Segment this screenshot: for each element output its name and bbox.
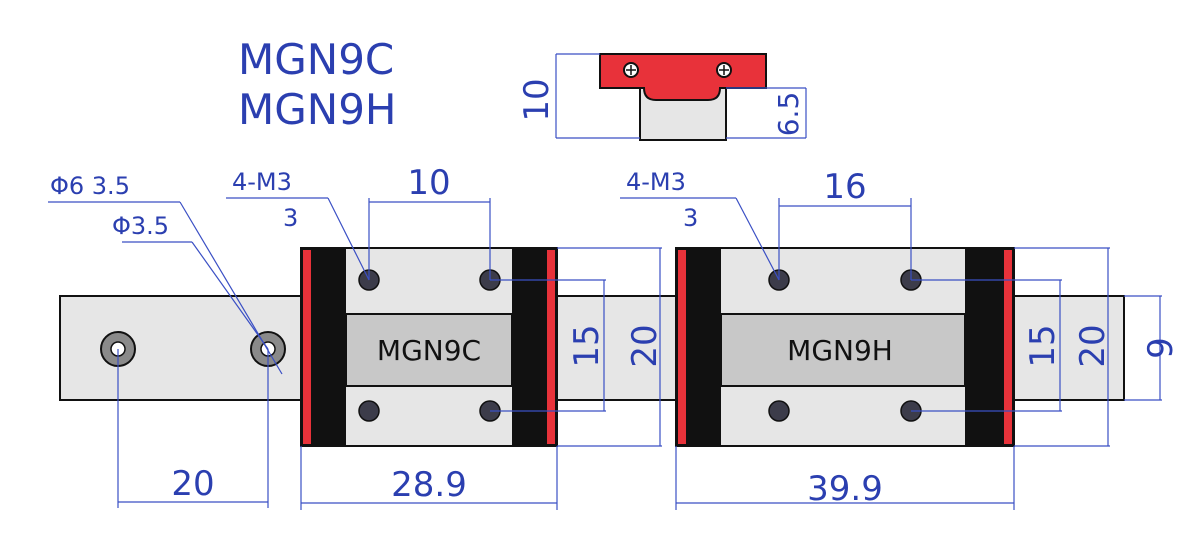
block-mgn9h-name: MGN9H [787,334,893,367]
dimension-lines [48,197,1162,510]
block-c-length-label: 28.9 [391,465,467,505]
block-h-width-label: 20 [1073,324,1113,367]
title-mgn9c: MGN9C [238,35,394,84]
block-mgn9h [675,247,1015,447]
block-h-screw-sub-label: 3 [683,204,698,232]
rail-pitch-label: 20 [171,464,214,504]
block-c-screw-sub-label: 3 [283,204,298,232]
block-c-hole-width-label: 15 [567,324,607,367]
profile-view [555,53,807,141]
block-h-screw-label: 4-M3 [626,168,686,196]
block-c-hole-spacing-label: 10 [407,163,450,203]
block-h-hole-spacing-label: 16 [823,167,866,207]
title-mgn9h: MGN9H [238,85,397,134]
block-h-hole-width-label: 15 [1023,324,1063,367]
rail-height-label: 9 [1141,337,1181,359]
rail-hole-dia-label: Φ6 3.5 [50,172,130,200]
block-h-length-label: 39.9 [807,469,883,509]
block-mgn9c [300,247,558,447]
block-mgn9c-name: MGN9C [377,334,481,367]
block-c-width-label: 20 [625,324,665,367]
profile-height-label: 10 [517,78,557,121]
rail-hole-depth-label: Φ3.5 [112,212,169,240]
profile-rail-label: 6.5 [772,92,805,137]
block-c-screw-label: 4-M3 [232,168,292,196]
